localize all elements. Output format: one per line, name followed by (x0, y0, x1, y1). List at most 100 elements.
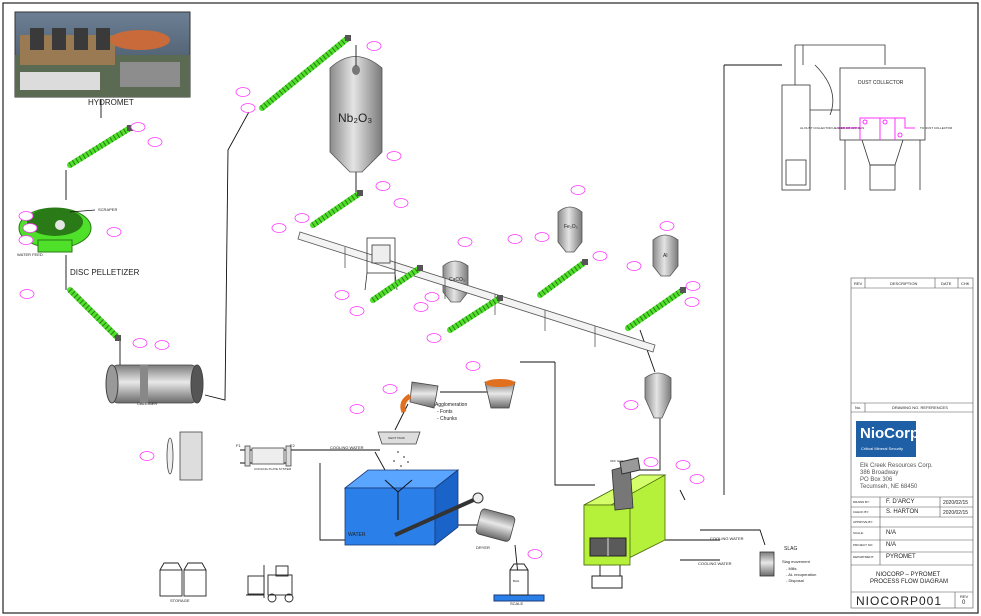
instrument-tag (685, 281, 701, 291)
instrument-tag (684, 297, 700, 307)
tb-drawing-number: NIOCORP001 (856, 594, 943, 608)
calciner (105, 364, 204, 404)
screw-conveyor (67, 125, 133, 168)
al-recuperation-label: - AL recuperation (786, 572, 817, 577)
chunks-label: - Chunks (437, 416, 458, 422)
tb-addr1: 386 Broadway (860, 470, 899, 476)
instrument-tag (534, 232, 550, 242)
instrument-tag (366, 41, 382, 51)
tb-ref-drawings: DRAWING NO. REFERENCES (892, 405, 948, 410)
water-tank (343, 469, 484, 546)
instrument-tag (130, 122, 146, 132)
instrument-tag (592, 251, 608, 261)
instrument-tag (349, 404, 365, 414)
disc-pelletizer-label: DISC PELLETIZER (70, 268, 140, 277)
bag-scale (493, 563, 545, 602)
slag-pot (759, 551, 775, 577)
instrument-tag (294, 213, 310, 223)
instrument-tag (675, 460, 691, 470)
instrument-tag (349, 306, 365, 316)
instrument-tag (271, 223, 287, 233)
fe2o3-silo (557, 206, 583, 253)
water-feed-label: WATER FEED (17, 252, 43, 257)
tb-drawn-by: F. D'ARCY (886, 499, 915, 505)
tb-dept-label: DEPARTMENT: (853, 555, 874, 559)
dust-collector-label: DUST COLLECTOR (858, 80, 904, 86)
al-label: Al (663, 253, 668, 259)
storage-label: STORAGE (170, 598, 190, 603)
instrument-tag (382, 384, 398, 394)
instrument-tag (139, 451, 155, 461)
f1-label: F1 (236, 443, 241, 448)
screw-flight (260, 35, 350, 111)
disc-pelletizer (18, 207, 96, 253)
instrument-tag (527, 549, 543, 559)
instrument-tag (22, 223, 38, 233)
tb-checked-label: CHECK BY: (853, 510, 870, 514)
tb-no-label: No. (855, 405, 862, 410)
tb-rev: 0 (962, 600, 966, 606)
instrument-tag (18, 235, 34, 245)
cooling-plate-label: COOLING PLATE SYSTEM (254, 467, 292, 471)
forklift (246, 565, 294, 603)
hydromet-label: HYDROMET (88, 98, 134, 107)
tb-drawn-by-label: DRAWN BY: (853, 500, 870, 504)
tb-scale-label: SCALE: (853, 531, 864, 535)
receiving-hopper (644, 372, 672, 419)
screw-conveyor (67, 287, 121, 341)
instrument-tag (375, 181, 391, 191)
agglomeration-label: Agglomeration (435, 402, 468, 408)
ladle (400, 379, 516, 413)
instrument-tag (689, 474, 705, 484)
al-dust-header-label: AL DUST COLLECTOR HEADER OR OFF GAS (800, 126, 865, 130)
tb-dept-val: PYROMET (886, 554, 916, 560)
caco3-label: CaCO₃ (449, 277, 465, 283)
mills-label: - Mills (786, 566, 797, 571)
tb-approved-label: APPROVE BY: (853, 520, 874, 524)
dust-collector (781, 44, 926, 191)
disposal-label: - Disposal (786, 578, 804, 583)
bag-label: BAG (513, 579, 520, 583)
instrument-tag (154, 340, 170, 350)
tb-chk-header: CHK (961, 281, 970, 286)
screw-conveyor (625, 287, 686, 331)
calciner-label: CALCINER (137, 401, 158, 406)
instrument-tag (334, 290, 350, 300)
bag-unloader (364, 237, 398, 291)
tb-company: Elk Creek Resources Corp. (860, 463, 933, 469)
nb2o3-label: Nb₂O₃ (338, 111, 373, 125)
tb-rev-header: REV (854, 281, 863, 286)
conveyor-motor (417, 265, 423, 271)
tb-project-label: PROJECT NO: (853, 543, 874, 547)
slag-movement-label: Slag movement (782, 559, 810, 564)
instrument-tag (457, 237, 473, 247)
tb-drawn-date: 2020/02/15 (943, 500, 969, 506)
tb-date-header: DATE (941, 281, 952, 286)
dryer-label: DRYER (476, 545, 490, 550)
title-block (850, 277, 974, 609)
tb-rev-label: REV (960, 594, 969, 599)
conveyor-motor (127, 125, 133, 131)
collection-conveyor (297, 231, 656, 353)
niocorp-logo-sub: Critical Mineral Security (861, 446, 904, 451)
instrument-tag (18, 211, 34, 221)
instrument-tag (659, 221, 675, 231)
conveyor-motor (582, 259, 588, 265)
tb-scale-val: N/A (886, 530, 897, 536)
al-silo (652, 234, 679, 277)
instrument-tag (235, 87, 251, 97)
hydromet-photo (14, 11, 191, 98)
tb-checked-by: S. HARTON (886, 509, 919, 515)
tb-title-line1: NIOCORP – PYROMET (876, 572, 941, 578)
instrument-tag (465, 361, 481, 371)
conveyor-motor (680, 287, 686, 293)
instrument-tag (626, 261, 642, 271)
conveyor-motor (357, 190, 363, 196)
process-lines (65, 64, 782, 585)
scraper-label: SCRAPER (98, 207, 118, 212)
instrument-tag (413, 302, 429, 312)
fe2o3-label: Fe₂O₃ (564, 224, 578, 230)
instrument-tag (147, 137, 163, 147)
fonts-label: - Fonts (437, 409, 453, 415)
